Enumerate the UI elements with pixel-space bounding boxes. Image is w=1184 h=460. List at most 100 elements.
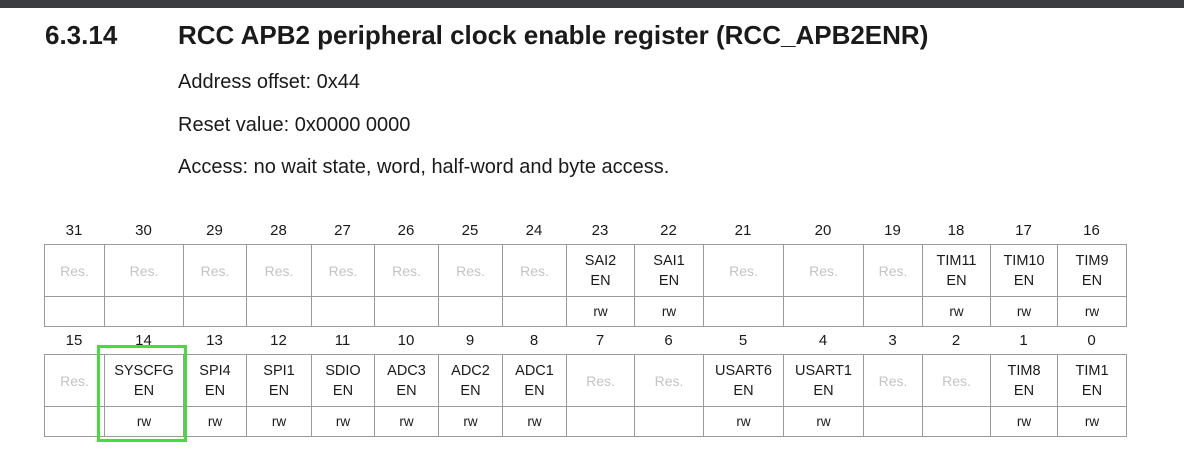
adc3en-field: ADC3 EN bbox=[374, 354, 439, 407]
reserved-bit-20: Res. bbox=[783, 244, 864, 297]
usart1en-field: USART1 EN bbox=[783, 354, 864, 407]
access-type-bit-9: rw bbox=[438, 406, 503, 437]
field-name: SDIO EN bbox=[325, 362, 361, 399]
spi1en-field: SPI1 EN bbox=[246, 354, 312, 407]
bit-number-11: 11 bbox=[334, 332, 351, 349]
access-description: Access: no wait state, word, half-word a… bbox=[178, 156, 670, 178]
bit-number-10: 10 bbox=[397, 332, 415, 349]
access-type-bit-8: rw bbox=[502, 406, 567, 437]
bit-number-22: 22 bbox=[660, 222, 677, 239]
field-name: Res. bbox=[60, 262, 89, 279]
bit-number-15: 15 bbox=[65, 332, 83, 349]
field-name: TIM8 EN bbox=[1007, 362, 1041, 399]
field-name: SYSCFG EN bbox=[114, 362, 174, 399]
access-type-bit-17: rw bbox=[990, 296, 1058, 327]
adc1en-field: ADC1 EN bbox=[502, 354, 567, 407]
field-name: USART6 EN bbox=[715, 362, 772, 399]
field-name: ADC1 EN bbox=[515, 362, 554, 399]
tim8en-field: TIM8 EN bbox=[990, 354, 1058, 407]
bit-number-16: 16 bbox=[1083, 222, 1100, 239]
usart6en-field: USART6 EN bbox=[703, 354, 784, 407]
reserved-bit-21: Res. bbox=[703, 244, 784, 297]
bit-number-30: 30 bbox=[135, 222, 152, 239]
reserved-bit-31: Res. bbox=[44, 244, 105, 297]
access-type-bit-23: rw bbox=[566, 296, 635, 327]
field-name: SPI4 EN bbox=[199, 362, 231, 399]
access-type-bit-2 bbox=[922, 406, 991, 437]
access-type-bit-3 bbox=[863, 406, 923, 437]
sai1en-field: SAI1 EN bbox=[634, 244, 704, 297]
access-type-bit-27 bbox=[311, 296, 375, 327]
reserved-bit-24: Res. bbox=[502, 244, 567, 297]
access-type-bit-1: rw bbox=[990, 406, 1058, 437]
field-name: Res. bbox=[878, 262, 908, 279]
access-type-bit-13: rw bbox=[183, 406, 247, 437]
bit-number-0: 0 bbox=[1087, 332, 1096, 349]
section-title: RCC APB2 peripheral clock enable registe… bbox=[178, 20, 929, 50]
reserved-bit-6: Res. bbox=[634, 354, 704, 407]
bit-number-1: 1 bbox=[1019, 332, 1028, 349]
field-name: Res. bbox=[520, 262, 549, 279]
reserved-bit-30: Res. bbox=[104, 244, 184, 297]
access-type-bit-16: rw bbox=[1057, 296, 1127, 327]
field-name: ADC2 EN bbox=[451, 362, 490, 399]
access-type-bit-6 bbox=[634, 406, 704, 437]
field-name: Res. bbox=[60, 372, 89, 389]
access-type-bit-31 bbox=[44, 296, 105, 327]
bit-number-26: 26 bbox=[397, 222, 415, 239]
access-type-bit-26 bbox=[374, 296, 439, 327]
access-type-bit-12: rw bbox=[246, 406, 312, 437]
access-type-bit-0: rw bbox=[1057, 406, 1127, 437]
reserved-bit-29: Res. bbox=[183, 244, 247, 297]
reserved-bit-26: Res. bbox=[374, 244, 439, 297]
access-type-bit-4: rw bbox=[783, 406, 864, 437]
reserved-bit-28: Res. bbox=[246, 244, 312, 297]
field-name: SAI1 EN bbox=[653, 252, 685, 289]
sdioen-field: SDIO EN bbox=[311, 354, 375, 407]
bit-number-25: 25 bbox=[461, 222, 479, 239]
field-name: Res. bbox=[392, 262, 421, 279]
bit-number-4: 4 bbox=[818, 332, 828, 349]
bit-number-18: 18 bbox=[947, 222, 965, 239]
access-type-bit-10: rw bbox=[374, 406, 439, 437]
access-type-bit-25 bbox=[438, 296, 503, 327]
bit-number-5: 5 bbox=[738, 332, 748, 349]
access-type-bit-11: rw bbox=[311, 406, 375, 437]
tim11en-field: TIM11 EN bbox=[922, 244, 991, 297]
access-type-bit-14: rw bbox=[104, 406, 184, 437]
field-name: ADC3 EN bbox=[387, 362, 426, 399]
access-type-bit-28 bbox=[246, 296, 312, 327]
field-name: SAI2 EN bbox=[584, 252, 617, 289]
field-name: SPI1 EN bbox=[263, 362, 295, 399]
field-name: Res. bbox=[200, 262, 230, 279]
reserved-bit-15: Res. bbox=[44, 354, 105, 407]
reset-value: Reset value: 0x0000 0000 bbox=[178, 114, 411, 136]
reserved-bit-27: Res. bbox=[311, 244, 375, 297]
bit-number-14: 14 bbox=[135, 332, 152, 349]
tim9en-field: TIM9 EN bbox=[1057, 244, 1127, 297]
bit-number-20: 20 bbox=[814, 222, 832, 239]
bit-number-7: 7 bbox=[595, 332, 605, 349]
top-bar bbox=[0, 0, 1184, 8]
syscfgen-field: SYSCFG EN bbox=[104, 354, 184, 407]
access-type-bit-18: rw bbox=[922, 296, 991, 327]
field-name: TIM1 EN bbox=[1075, 362, 1109, 399]
access-type-bit-15 bbox=[44, 406, 105, 437]
access-type-bit-24 bbox=[502, 296, 567, 327]
bit-number-17: 17 bbox=[1015, 222, 1032, 239]
field-name: USART1 EN bbox=[795, 362, 852, 399]
reserved-bit-19: Res. bbox=[863, 244, 923, 297]
reserved-bit-2: Res. bbox=[922, 354, 991, 407]
field-name: TIM10 EN bbox=[1003, 252, 1045, 289]
field-name: Res. bbox=[809, 262, 838, 279]
bit-number-3: 3 bbox=[888, 332, 897, 349]
address-offset: Address offset: 0x44 bbox=[178, 71, 360, 93]
bit-number-12: 12 bbox=[270, 332, 287, 349]
field-name: TIM9 EN bbox=[1075, 252, 1109, 289]
field-name: Res. bbox=[456, 262, 485, 279]
reserved-bit-3: Res. bbox=[863, 354, 923, 407]
access-type-bit-19 bbox=[863, 296, 923, 327]
bit-number-9: 9 bbox=[465, 332, 475, 349]
bit-number-23: 23 bbox=[591, 222, 609, 239]
tim1en-field: TIM1 EN bbox=[1057, 354, 1127, 407]
